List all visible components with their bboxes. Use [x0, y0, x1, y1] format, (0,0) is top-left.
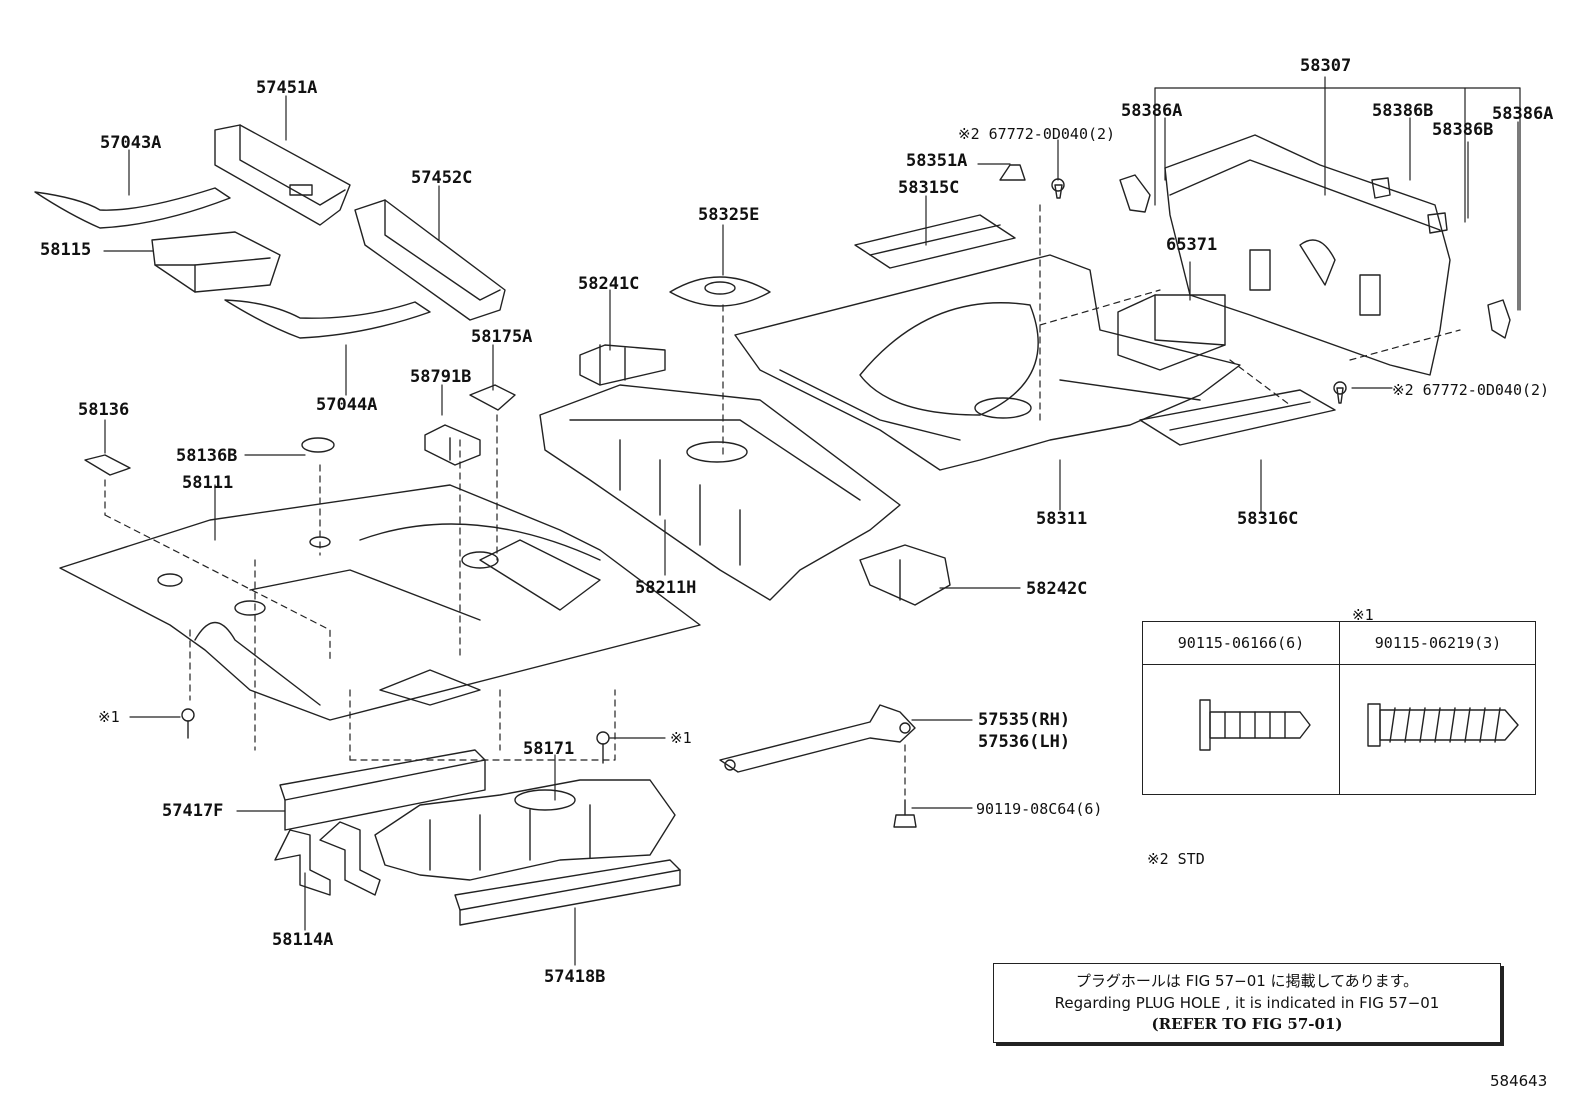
label-58115: 58115: [40, 240, 92, 260]
table-divider-horizontal: [1143, 664, 1535, 665]
table-divider-vertical: [1339, 622, 1340, 794]
figure-id: 584643: [1490, 1072, 1548, 1090]
label-57535: 57535(RH): [978, 710, 1071, 730]
part-58325E: [669, 276, 771, 307]
part-58315C: [854, 214, 1016, 269]
label-mark1-left: ※1: [98, 708, 120, 726]
part-58351A: [999, 164, 1026, 181]
label-58307: 58307: [1300, 56, 1352, 76]
part-58175A: [469, 384, 516, 411]
label-58351A: 58351A: [906, 151, 968, 171]
part-58791B: [424, 424, 481, 466]
label-58386B-1: 58386B: [1372, 101, 1434, 121]
label-65371: 65371: [1166, 235, 1218, 255]
part-57044A: [224, 299, 431, 339]
label-58242C: 58242C: [1026, 579, 1088, 599]
label-58111: 58111: [182, 473, 234, 493]
label-57418B: 57418B: [544, 967, 606, 987]
label-58386A-left: 58386A: [1121, 101, 1183, 121]
label-90119: 90119-08C64(6): [976, 800, 1103, 818]
part-57418B: [454, 859, 681, 926]
table-fastener-2: [1367, 703, 1519, 747]
label-58136B: 58136B: [176, 446, 238, 466]
note-line-jp: プラグホールは FIG 57−01 に掲載してあります。: [1075, 972, 1419, 990]
label-std-note: ※2 STD: [1147, 850, 1205, 868]
label-58386A-right: 58386A: [1492, 104, 1554, 124]
part-57452C: [354, 199, 506, 321]
part-57043A: [34, 187, 231, 229]
part-58136: [84, 454, 131, 476]
label-58241C: 58241C: [578, 274, 640, 294]
floor-bolts: [181, 708, 610, 764]
label-57536: 57536(LH): [978, 732, 1071, 752]
part-57535-57536: [719, 704, 916, 773]
label-58114A: 58114A: [272, 930, 334, 950]
table-header-col2: 90115-06219(3): [1374, 634, 1502, 652]
part-58311: [734, 254, 1241, 471]
part-57451A: [214, 124, 351, 226]
label-58175A: 58175A: [471, 327, 533, 347]
label-58211H: 58211H: [635, 578, 697, 598]
part-58115: [151, 231, 281, 293]
part-58171: [374, 779, 676, 881]
label-57044A: 57044A: [316, 395, 378, 415]
label-67772-right: ※2 67772-0D040(2): [1392, 381, 1550, 399]
note-line-en: Regarding PLUG HOLE , it is indicated in…: [1054, 994, 1440, 1012]
fastener-table: 90115-06166(6) 90115-06219(3): [1142, 621, 1536, 795]
label-57452C: 57452C: [411, 168, 473, 188]
label-58325E: 58325E: [698, 205, 760, 225]
table-header-col1: 90115-06166(6): [1177, 634, 1305, 652]
part-58111: [59, 484, 701, 721]
part-90119: [893, 799, 917, 828]
label-57417F: 57417F: [162, 801, 224, 821]
label-57451A: 57451A: [256, 78, 318, 98]
label-58171: 58171: [523, 739, 575, 759]
label-58791B: 58791B: [410, 367, 472, 387]
label-58315C: 58315C: [898, 178, 960, 198]
part-58114A: [274, 821, 381, 896]
note-line-refer: (REFER TO FIG 57-01): [1151, 1015, 1343, 1033]
plug-hole-note: プラグホールは FIG 57−01 に掲載してあります。 Regarding P…: [993, 963, 1501, 1043]
part-58136B: [301, 437, 335, 453]
label-57043A: 57043A: [100, 133, 162, 153]
parts-58386: [1119, 174, 1511, 339]
label-67772-top: ※2 67772-0D040(2): [958, 125, 1116, 143]
label-58311: 58311: [1036, 509, 1088, 529]
part-58242C: [859, 544, 951, 606]
parts-67772: [1051, 178, 1347, 404]
leader-lines: [103, 76, 1521, 966]
label-mark1-mid: ※1: [670, 729, 692, 747]
label-mark1-table: ※1: [1352, 606, 1374, 624]
label-58136: 58136: [78, 400, 130, 420]
part-58307: [1164, 134, 1451, 376]
part-58316C: [1139, 389, 1336, 446]
label-58386B-2: 58386B: [1432, 120, 1494, 140]
table-fastener-1: [1199, 699, 1311, 751]
part-65371: [1117, 294, 1226, 371]
part-57417F: [279, 749, 486, 831]
part-58241C: [579, 344, 666, 386]
label-58316C: 58316C: [1237, 509, 1299, 529]
dashed-guides: [104, 204, 1461, 801]
part-58211H: [539, 384, 901, 601]
